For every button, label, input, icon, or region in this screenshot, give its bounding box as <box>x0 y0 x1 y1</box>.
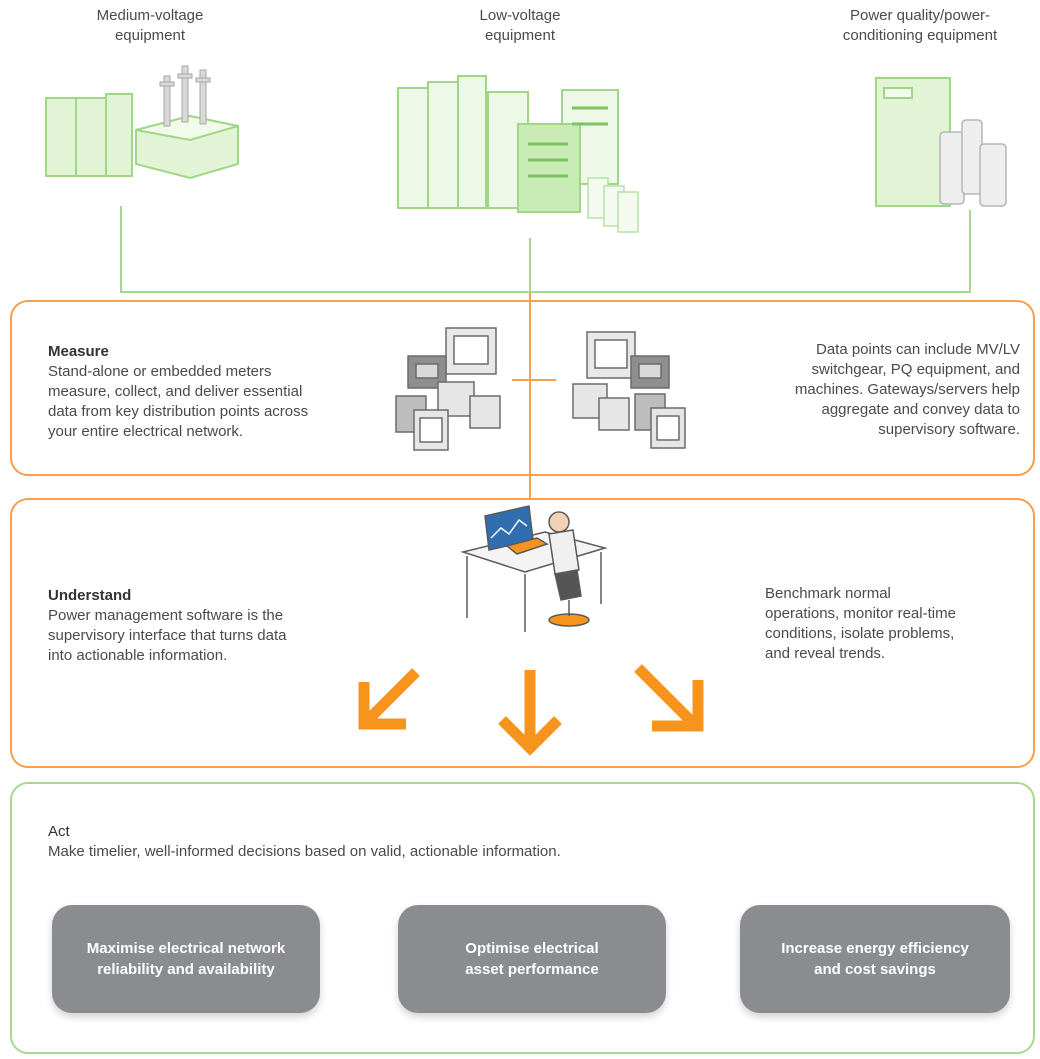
meters-left-icon <box>395 327 501 451</box>
understand-description-line: Power management software is the <box>48 607 284 624</box>
low-voltage-equipment-icon <box>397 75 639 233</box>
lv-label-line2: equipment <box>484 27 556 44</box>
outcome-box-reliability: Maximise electrical network reliability … <box>52 905 320 1013</box>
understand-title: Understand <box>48 587 132 604</box>
power-quality-equipment-icon <box>875 77 1007 207</box>
arrow-down-left-icon <box>358 668 420 730</box>
understand-panel <box>10 498 1035 768</box>
outcome-box-energy-efficiency: Increase energy efficiency and cost savi… <box>740 905 1010 1013</box>
meters-right-icon <box>572 331 686 449</box>
outcome-line: and cost savings <box>814 961 936 978</box>
outcome-text: Maximise electrical network reliability … <box>87 938 285 980</box>
measure-description-line: Stand-alone or embedded meters <box>48 363 272 380</box>
act-title: Act <box>48 823 70 840</box>
measure-title: Measure <box>48 343 109 360</box>
lv-label-line1: Low-voltage <box>479 7 561 24</box>
medium-voltage-equipment-icon <box>45 65 239 180</box>
measure-note-line: aggregate and convey data to <box>821 401 1021 418</box>
understand-note-line: conditions, isolate problems, <box>765 625 955 642</box>
mv-equipment-label: Medium-voltage equipment <box>40 6 260 46</box>
outcome-line: Optimise electrical <box>465 940 599 957</box>
operator-workstation-icon <box>460 505 608 632</box>
mv-label-line1: Medium-voltage <box>96 7 204 24</box>
outcome-line: Maximise electrical network <box>86 940 286 957</box>
understand-note-line: and reveal trends. <box>765 645 886 662</box>
lv-equipment-label: Low-voltage equipment <box>410 6 630 46</box>
measure-note: Data points can include MV/LV switchgear… <box>700 340 1020 440</box>
measure-panel <box>10 300 1035 476</box>
understand-description: Power management software is the supervi… <box>48 606 378 666</box>
pq-equipment-label: Power quality/power- conditioning equipm… <box>800 6 1040 46</box>
outcome-box-asset-performance: Optimise electrical asset performance <box>398 905 666 1013</box>
measure-description-line: measure, collect, and deliver essential <box>48 383 303 400</box>
measure-description: Stand-alone or embedded meters measure, … <box>48 362 378 442</box>
measure-description-line: your entire electrical network. <box>48 423 244 440</box>
mv-label-line2: equipment <box>114 27 186 44</box>
outcome-line: asset performance <box>465 961 599 978</box>
pq-label-line1: Power quality/power- <box>849 7 991 24</box>
arrow-down-icon <box>498 670 562 756</box>
measure-note-line: supervisory software. <box>878 421 1020 438</box>
outcome-text: Optimise electrical asset performance <box>465 938 598 980</box>
pq-label-line2: conditioning equipment <box>842 27 998 44</box>
understand-note-line: Benchmark normal <box>765 585 891 602</box>
measure-note-line: machines. Gateways/servers help <box>794 381 1020 398</box>
measure-note-line: switchgear, PQ equipment, and <box>811 361 1020 378</box>
outcome-line: Increase energy efficiency <box>781 940 969 957</box>
measure-description-line: data from key distribution points across <box>48 403 309 420</box>
measure-note-line: Data points can include MV/LV <box>815 341 1020 358</box>
measure-connector-lines <box>512 292 556 498</box>
arrow-down-right-icon <box>634 664 704 732</box>
equipment-connector-lines <box>120 206 971 293</box>
act-description: Make timelier, well-informed decisions b… <box>48 843 561 860</box>
act-panel <box>10 782 1035 1054</box>
understand-description-line: supervisory interface that turns data <box>48 627 287 644</box>
understand-description-line: into actionable information. <box>48 647 228 664</box>
outcome-line: reliability and availability <box>97 961 275 978</box>
understand-note: Benchmark normal operations, monitor rea… <box>765 584 1025 664</box>
understand-note-line: operations, monitor real-time <box>765 605 956 622</box>
outcome-text: Increase energy efficiency and cost savi… <box>781 938 969 980</box>
